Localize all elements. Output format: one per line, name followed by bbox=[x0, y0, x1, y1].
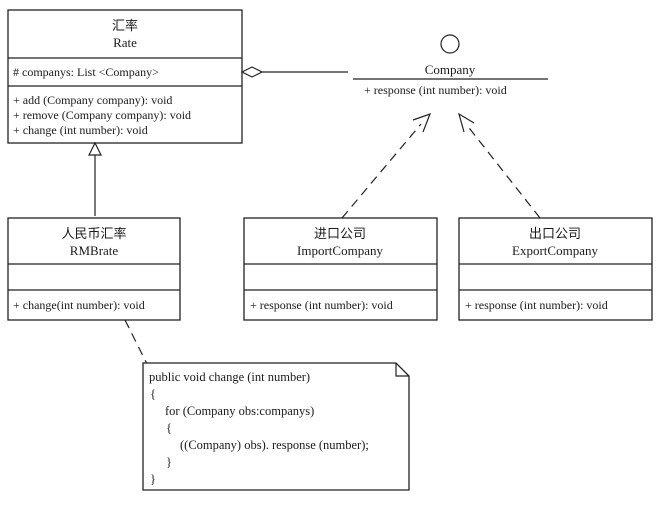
realization-arrowhead bbox=[412, 112, 432, 133]
rmbrate-method: + change(int number): void bbox=[13, 298, 145, 312]
export-company-method: + response (int number): void bbox=[465, 298, 608, 312]
note-line: ((Company) obs). response (number); bbox=[180, 438, 369, 452]
rate-method: + add (Company company): void bbox=[13, 93, 172, 107]
rmbrate-name-cn: 人民币汇率 bbox=[61, 226, 126, 241]
code-note[interactable]: public void change (int number) { for (C… bbox=[142, 362, 410, 491]
import-company-name-cn: 进口公司 bbox=[314, 226, 366, 241]
import-company-name-en: ImportCompany bbox=[297, 243, 383, 258]
export-company-name-en: ExportCompany bbox=[512, 243, 598, 258]
note-connector bbox=[124, 319, 149, 367]
rmbrate-name-en: RMBrate bbox=[70, 243, 119, 258]
interface-circle-icon bbox=[440, 34, 460, 54]
rate-class[interactable]: 汇率 Rate # companys: List <Company> + add… bbox=[7, 9, 243, 144]
aggregation-diamond bbox=[240, 66, 264, 78]
rate-name-en: Rate bbox=[113, 35, 137, 50]
note-line: } bbox=[150, 472, 156, 486]
rate-name-cn: 汇率 bbox=[112, 18, 138, 33]
export-company-class[interactable]: 出口公司 ExportCompany + response (int numbe… bbox=[458, 217, 653, 321]
realization-arrowhead bbox=[458, 112, 475, 133]
realization-import-company bbox=[341, 112, 432, 219]
note-line: } bbox=[166, 455, 172, 469]
rate-method: + remove (Company company): void bbox=[13, 108, 191, 122]
rate-method: + change (int number): void bbox=[13, 123, 148, 137]
note-line: public void change (int number) bbox=[149, 370, 310, 384]
export-company-name-cn: 出口公司 bbox=[529, 226, 581, 241]
inheritance-triangle bbox=[88, 141, 102, 156]
company-method: + response (int number): void bbox=[364, 83, 507, 97]
import-company-method: + response (int number): void bbox=[250, 298, 393, 312]
note-line: { bbox=[150, 387, 156, 401]
note-line: for (Company obs:companys) bbox=[165, 404, 314, 418]
inheritance-rmbrate-rate bbox=[88, 141, 102, 216]
import-company-class[interactable]: 进口公司 ImportCompany + response (int numbe… bbox=[243, 217, 438, 321]
aggregation-association bbox=[240, 66, 348, 78]
rate-attribute: # companys: List <Company> bbox=[13, 65, 159, 79]
note-line: { bbox=[166, 421, 172, 435]
company-name: Company bbox=[425, 62, 476, 77]
rmbrate-class[interactable]: 人民币汇率 RMBrate + change(int number): void bbox=[7, 217, 181, 321]
company-interface[interactable]: Company + response (int number): void bbox=[353, 34, 548, 97]
realization-export-company bbox=[458, 112, 541, 219]
